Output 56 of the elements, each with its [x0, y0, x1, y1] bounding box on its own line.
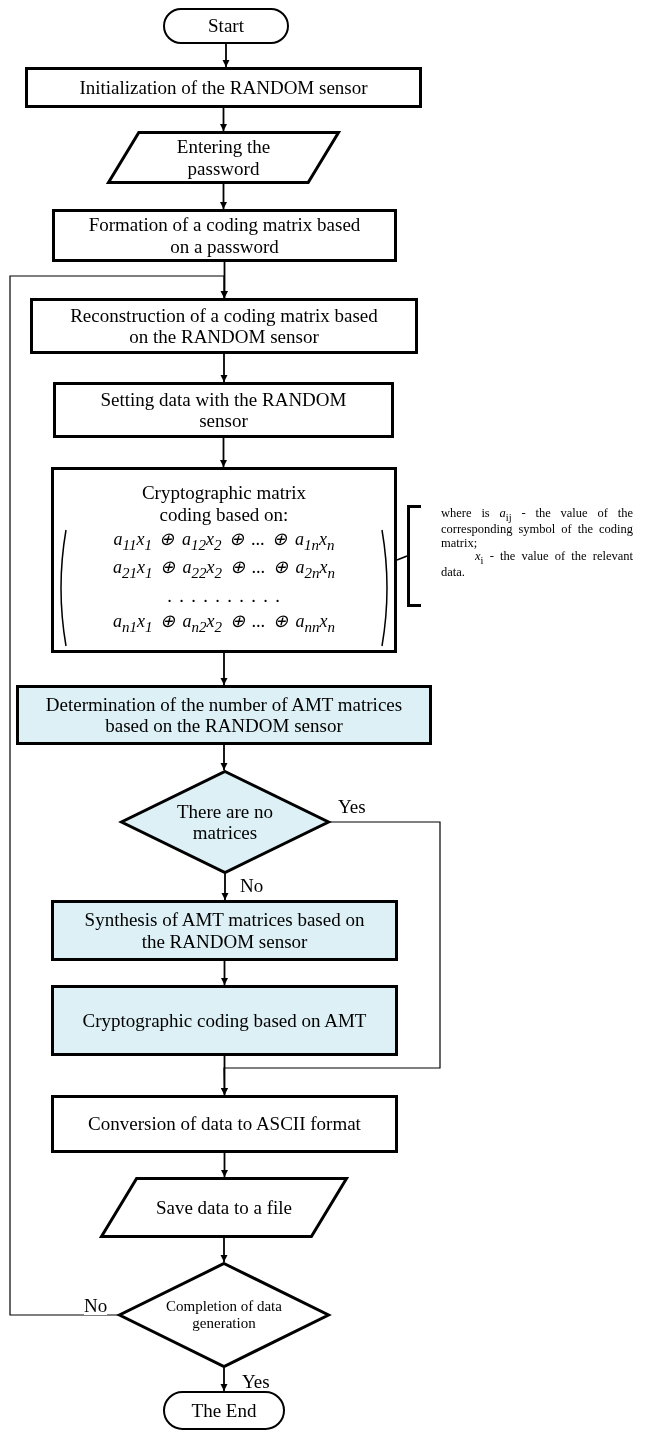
node-text: Entering the password — [175, 136, 272, 179]
process-box — [52, 209, 397, 262]
arrow — [9, 275, 228, 1316]
matrix-row-text: a$_{n1}$x$_{1}$ ⊕ a$_{n2}$x$_{2}$ ⊕ ... ⊕ a$_{nn}$x$_{n}$ — [112, 610, 336, 637]
node-text: Completion of data generation — [165, 1298, 283, 1332]
arrow — [220, 744, 228, 771]
arrow — [222, 43, 230, 68]
arrow — [221, 261, 228, 299]
arrow — [221, 1152, 228, 1178]
note-text: where is a$_{ij}$ - the value of the corresponding symbol of the coding matrix; — [440, 507, 634, 550]
matrix-row-text: a$_{21}$x$_{1}$ ⊕ a$_{22}$x$_{2}$ ⊕ ... ⊕ a$_{2n}$x$_{n}$ — [112, 556, 336, 583]
arrow — [221, 960, 228, 986]
arrow — [220, 821, 441, 1096]
decision-diamond — [120, 770, 330, 874]
node-text: The End — [190, 1399, 258, 1422]
input-output-parallelogram — [100, 1177, 348, 1238]
process-box — [51, 1095, 398, 1153]
node-text: Reconstruction of a coding matrix based on the RANDOM sensor — [69, 304, 379, 348]
node-text: Cryptographic coding based on AMT — [81, 1009, 368, 1032]
arrow — [220, 1237, 228, 1263]
edge-label: Yes — [242, 1372, 270, 1391]
node-text: Cryptographic matrix coding based on: — [140, 482, 308, 525]
arrow — [220, 353, 228, 383]
process-box — [53, 382, 394, 438]
node-text: There are no matrices — [176, 800, 274, 844]
node-text: Formation of a coding matrix based on a password — [87, 214, 362, 257]
note-text: x$_{i}$ - the value of the relevant data. — [440, 549, 634, 580]
process-box — [25, 67, 422, 108]
node-text: Determination of the number of AMT matrices based on the RANDOM sensor — [44, 693, 404, 737]
node-text: Initialization of the RANDOM sensor — [78, 76, 369, 99]
decision-diamond — [118, 1262, 330, 1368]
edge-label: Yes — [338, 797, 366, 816]
edge-label: No — [240, 876, 264, 895]
process-box — [51, 467, 397, 653]
terminal-box — [163, 8, 289, 44]
arrow — [220, 1367, 228, 1392]
edge-label: No — [84, 1296, 108, 1315]
terminal-box — [163, 1391, 285, 1430]
arrow — [220, 183, 227, 210]
arrow — [220, 652, 228, 686]
arrow — [221, 873, 229, 901]
arrow — [220, 107, 227, 132]
process-box — [16, 685, 432, 745]
process-box — [51, 900, 398, 961]
node-text: Setting data with the RANDOM sensor — [99, 388, 348, 432]
dashed-connector — [396, 555, 408, 561]
matrix-row-text: a$_{11}$x$_{1}$ ⊕ a$_{12}$x$_{2}$ ⊕ ... ⊕ a$_{1n}$x$_{n}$ — [112, 527, 336, 555]
arrow — [220, 437, 227, 468]
process-box — [30, 298, 418, 354]
node-text: Synthesis of AMT matrices based on the RANDOM sensor — [83, 909, 366, 952]
node-text: Save data to a file — [154, 1196, 294, 1219]
node-text: Start — [207, 15, 245, 37]
process-box — [51, 985, 398, 1056]
matrix-row-text: . . . . . . . . . . — [166, 584, 282, 608]
node-text: Conversion of data to ASCII format — [87, 1113, 362, 1135]
input-output-parallelogram — [107, 131, 340, 184]
